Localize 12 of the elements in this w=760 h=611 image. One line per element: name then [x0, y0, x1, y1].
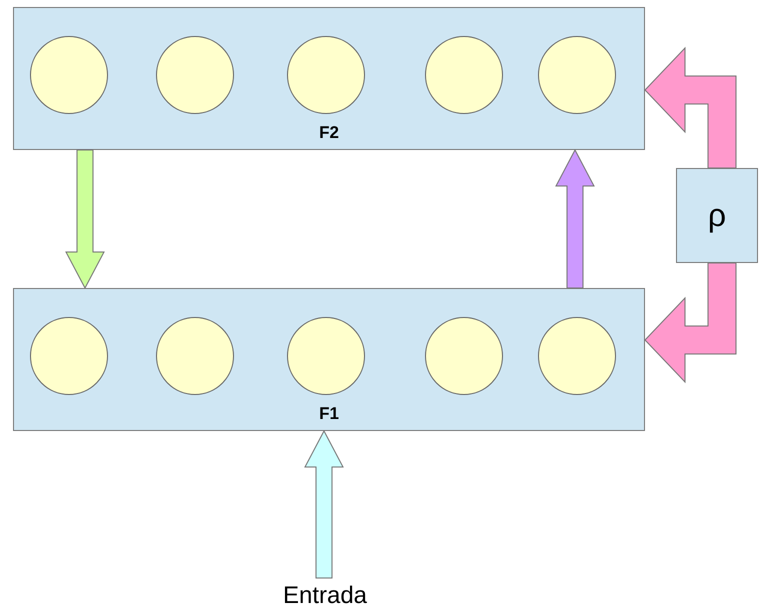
layer-label: F1 [319, 404, 339, 424]
parameter-box [676, 168, 758, 263]
block-arrow [304, 430, 344, 578]
layer-band [13, 288, 645, 431]
layer-label: F2 [319, 123, 339, 143]
input-label: Entrada [282, 582, 368, 610]
block-arrow [644, 262, 736, 384]
block-arrow [65, 150, 105, 290]
block-arrow [644, 46, 736, 168]
block-arrow [555, 148, 595, 288]
layer-band [13, 7, 645, 150]
parameter-symbol: ρ [708, 197, 726, 234]
